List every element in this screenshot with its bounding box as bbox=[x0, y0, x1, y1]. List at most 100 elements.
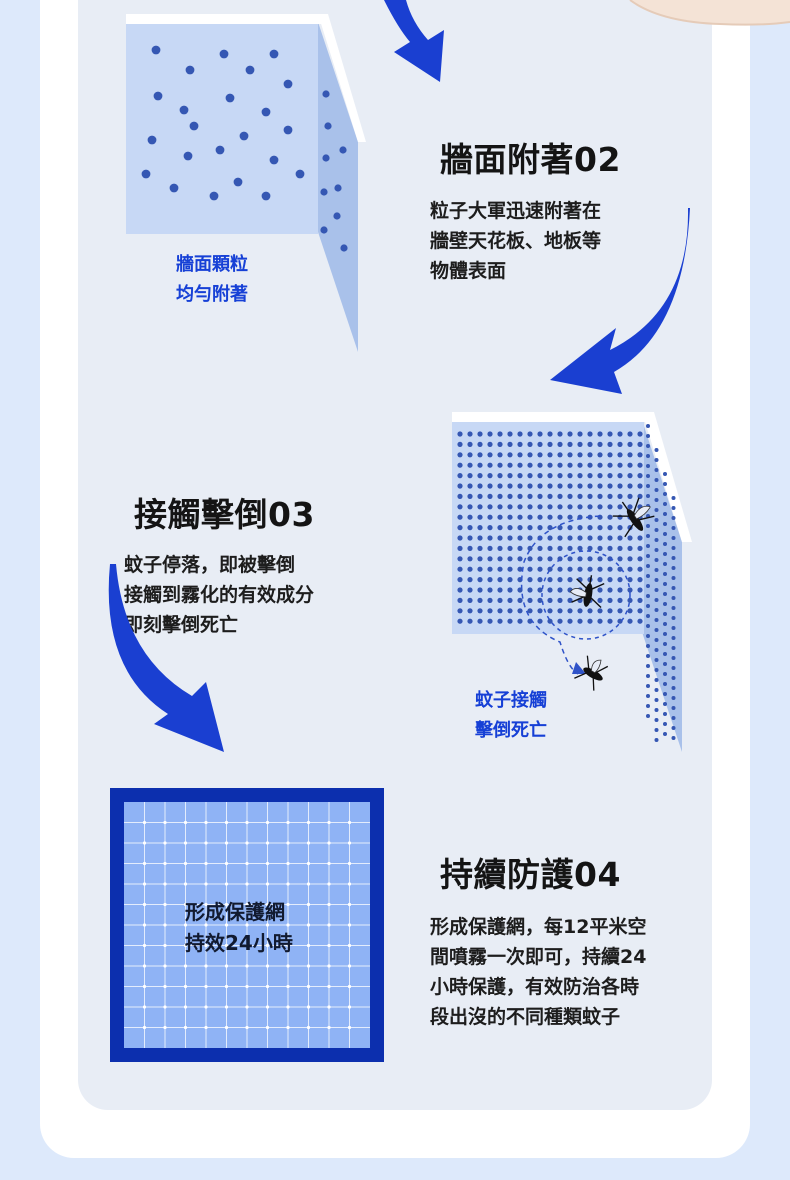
particle-dot bbox=[671, 606, 676, 610]
particle-dot bbox=[557, 431, 563, 437]
particle-dot bbox=[646, 694, 650, 698]
particle-dot bbox=[507, 452, 513, 458]
particle-dot bbox=[557, 577, 563, 583]
particle-dot bbox=[671, 566, 676, 570]
particle-dot bbox=[577, 473, 583, 479]
particle-dot bbox=[517, 545, 523, 551]
particle-dot bbox=[467, 473, 473, 479]
protective-net-label: 形成保護網 持效24小時 bbox=[185, 897, 293, 959]
particle-dot bbox=[547, 441, 553, 447]
particle-dot bbox=[467, 504, 473, 510]
particle-dot bbox=[517, 597, 523, 603]
particle-dot bbox=[597, 483, 603, 489]
particle-dot bbox=[663, 722, 667, 726]
net-node bbox=[286, 1005, 290, 1009]
particle-dot bbox=[209, 191, 219, 201]
net-node bbox=[163, 820, 167, 825]
particle-dot bbox=[547, 556, 553, 562]
step-description-02: 粒子大軍迅速附著在 牆壁天花板、地板等 物體表面 bbox=[430, 196, 601, 286]
net-node bbox=[163, 943, 167, 948]
particle-dot bbox=[527, 431, 533, 437]
particle-dot bbox=[507, 577, 513, 583]
particle-dot bbox=[577, 493, 583, 499]
particle-dot bbox=[587, 493, 593, 499]
particle-dot bbox=[577, 504, 583, 510]
particle-dot bbox=[663, 562, 667, 566]
particle-dot bbox=[607, 545, 613, 551]
particle-dot bbox=[557, 441, 563, 447]
particle-dot bbox=[487, 608, 493, 614]
particle-dot bbox=[507, 441, 513, 447]
particle-dot bbox=[663, 602, 667, 606]
net-node bbox=[142, 902, 147, 907]
particle-dot bbox=[587, 483, 593, 489]
particle-dot bbox=[607, 473, 613, 479]
net-node bbox=[347, 841, 352, 845]
particle-dot bbox=[627, 566, 633, 572]
particle-dot bbox=[507, 535, 513, 541]
particle-dot bbox=[637, 566, 643, 572]
particle-dot bbox=[663, 552, 667, 556]
particle-dot bbox=[663, 522, 667, 526]
net-node bbox=[265, 943, 270, 948]
particle-dot bbox=[467, 556, 473, 562]
particle-dot bbox=[507, 493, 513, 499]
particle-dot bbox=[646, 474, 650, 478]
net-node bbox=[224, 923, 229, 927]
net-node bbox=[245, 923, 249, 927]
particle-dot bbox=[557, 462, 563, 468]
particle-dot bbox=[597, 431, 603, 437]
net-node bbox=[327, 943, 331, 948]
particle-dot bbox=[547, 535, 553, 541]
particle-dot bbox=[467, 441, 473, 447]
particle-dot bbox=[567, 462, 573, 468]
net-node bbox=[265, 1005, 270, 1009]
net-node bbox=[286, 861, 290, 866]
net-node bbox=[224, 1005, 229, 1009]
net-node bbox=[224, 984, 229, 989]
particle-dot bbox=[537, 608, 543, 614]
particle-dot bbox=[646, 704, 650, 708]
net-node bbox=[306, 1005, 311, 1009]
particle-dot bbox=[151, 45, 161, 55]
particle-dot bbox=[663, 572, 667, 576]
particle-dot bbox=[654, 498, 659, 502]
particle-dot bbox=[646, 614, 650, 618]
particle-dot bbox=[477, 577, 483, 583]
particle-dot bbox=[587, 462, 593, 468]
particle-dot bbox=[487, 597, 493, 603]
particle-dot bbox=[547, 483, 553, 489]
net-node bbox=[306, 882, 311, 886]
particle-dot bbox=[457, 493, 463, 499]
particle-dot bbox=[477, 535, 483, 541]
label-line: 擊倒死亡 bbox=[475, 720, 547, 741]
particle-dot bbox=[654, 638, 659, 642]
particle-dot bbox=[617, 577, 623, 583]
description-line: 蚊子停落，即被擊倒 bbox=[124, 554, 296, 576]
particle-dot bbox=[587, 431, 593, 437]
particle-dot bbox=[567, 535, 573, 541]
net-node bbox=[265, 841, 270, 845]
particle-dot bbox=[663, 582, 667, 586]
particle-dot bbox=[654, 578, 659, 582]
particle-dot bbox=[663, 472, 667, 476]
particle-dot bbox=[646, 544, 650, 548]
particle-dot bbox=[567, 473, 573, 479]
particle-dot bbox=[671, 536, 676, 540]
particle-dot bbox=[617, 587, 623, 593]
particle-dot bbox=[567, 452, 573, 458]
particle-dot bbox=[607, 504, 613, 510]
particle-dot bbox=[671, 516, 676, 520]
particle-dot bbox=[627, 493, 633, 499]
particle-dot bbox=[567, 608, 573, 614]
particle-dot bbox=[663, 702, 667, 706]
particle-dot bbox=[567, 483, 573, 489]
particle-dot bbox=[467, 462, 473, 468]
net-node bbox=[306, 841, 311, 845]
description-line: 間噴霧一次即可，持續24 bbox=[430, 946, 647, 968]
particle-dot bbox=[646, 574, 650, 578]
particle-dot bbox=[477, 493, 483, 499]
particle-dot bbox=[663, 542, 667, 546]
particle-dot bbox=[487, 525, 493, 531]
particle-dot bbox=[507, 545, 513, 551]
